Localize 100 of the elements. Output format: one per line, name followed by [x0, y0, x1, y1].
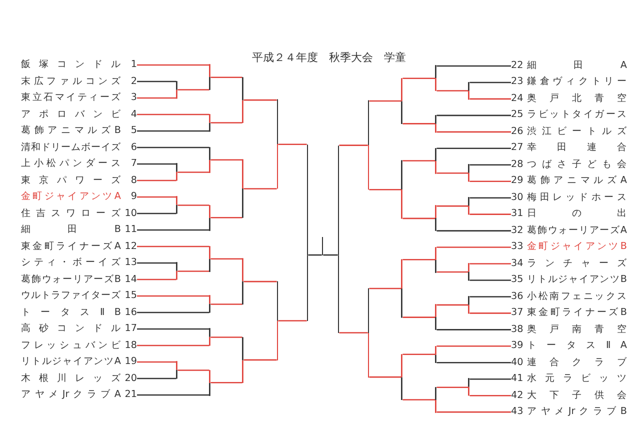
entry-number: 26 — [511, 126, 524, 138]
bracket-line — [137, 246, 210, 248]
bracket-line — [178, 204, 210, 206]
team-name: 葛飾ウォーリアーズB — [21, 274, 121, 286]
entry-number: 27 — [511, 142, 524, 154]
bracket-line — [470, 296, 511, 298]
entry-number: 10 — [124, 208, 137, 220]
team-name: 清和ドリームボーイズ — [21, 142, 121, 154]
bracket-line — [178, 172, 210, 173]
bracket-line — [137, 278, 176, 280]
bracket-line — [402, 399, 436, 400]
bracket-line — [402, 354, 436, 356]
bracket-line — [137, 262, 176, 264]
entry-number: 9 — [130, 191, 137, 203]
team-name: 水元ラビッツ — [527, 373, 627, 386]
bracket-line — [402, 259, 436, 260]
bracket-line — [137, 146, 210, 148]
entry-number: 21 — [124, 389, 137, 401]
bracket-line — [137, 212, 176, 214]
entry-number: 22 — [511, 60, 524, 72]
entry-number: 39 — [511, 340, 524, 352]
bracket-line — [137, 114, 210, 116]
bracket-line — [402, 123, 436, 124]
team-name: 木根川レッズ — [21, 372, 121, 384]
entry-number: 29 — [511, 175, 524, 188]
bracket-line — [137, 394, 210, 396]
bracket-line — [436, 362, 511, 364]
team-name: 葛飾アニマルズA — [527, 175, 627, 188]
entry-number: 34 — [511, 258, 524, 270]
team-name: 高砂コンドル — [21, 323, 121, 335]
entry-number: 3 — [130, 92, 137, 104]
bracket-line — [402, 78, 436, 79]
team-name: トータスⅡB — [21, 306, 121, 318]
bracket-line — [436, 411, 511, 413]
bracket-line — [436, 148, 511, 150]
bracket-line — [244, 99, 277, 101]
entry-number: 31 — [511, 208, 524, 220]
entry-number: 36 — [511, 290, 524, 303]
team-name: 細田A — [527, 60, 627, 72]
bracket-line — [178, 89, 210, 90]
entry-number: 25 — [511, 109, 524, 122]
team-name: リトルジャイアンツB — [527, 274, 627, 286]
bracket-line — [137, 328, 210, 330]
bracket-line — [436, 114, 511, 116]
team-name: アヤメJrクラブB — [527, 406, 627, 418]
bracket-line — [339, 332, 368, 334]
bracket-line — [436, 386, 468, 388]
entry-number: 30 — [511, 192, 524, 204]
team-name: 葛飾アニマルズB — [21, 125, 121, 137]
entry-number: 7 — [130, 158, 137, 170]
bracket-line — [436, 304, 468, 306]
entry-number: 28 — [511, 158, 524, 171]
entry-number: 2 — [130, 76, 137, 88]
bracket-line — [210, 216, 242, 218]
bracket-line — [210, 76, 242, 78]
bracket-line — [470, 82, 511, 84]
team-name: 東立石マイティーズ — [21, 92, 121, 104]
bracket-line — [470, 197, 511, 198]
entry-number: 13 — [124, 257, 137, 269]
bracket-line — [369, 288, 402, 290]
bracket-line — [210, 258, 242, 260]
bracket-line — [137, 295, 210, 297]
entry-number: 6 — [130, 142, 137, 154]
team-name: 梅田レッドホース — [527, 192, 627, 204]
team-name: 渋江ビートルズ — [527, 126, 627, 138]
bracket-line — [436, 271, 468, 273]
bracket-line — [436, 329, 511, 330]
team-name: 上小松パンダース — [21, 158, 121, 170]
entry-number: 37 — [511, 307, 524, 320]
team-name: 金町ジャイアンツA — [21, 191, 121, 203]
bracket-line — [210, 336, 242, 338]
bracket-line — [137, 229, 210, 231]
bracket-line — [244, 359, 277, 361]
bracket-line — [470, 180, 511, 182]
team-name: 奥戸北青空 — [527, 92, 627, 105]
bracket-line — [137, 344, 210, 346]
bracket-line — [470, 214, 511, 215]
bracket-line — [436, 90, 468, 92]
team-name: 小松南フェニックス — [527, 290, 627, 303]
bracket-line — [470, 98, 511, 100]
bracket-line — [470, 263, 511, 264]
team-name: 住吉スワローズ — [21, 208, 121, 220]
bracket-line — [339, 144, 368, 146]
team-name: 幸田連合 — [527, 142, 627, 154]
team-name: シティ・ボーイズ — [21, 257, 121, 269]
team-name: つばさ子ども会 — [527, 158, 627, 171]
bracket-line — [137, 196, 176, 198]
bracket-line — [137, 130, 210, 132]
bracket-line — [436, 172, 468, 174]
entry-number: 4 — [130, 108, 137, 120]
bracket-line — [402, 160, 436, 162]
bracket-line — [436, 205, 468, 207]
team-name: 鎌倉ヴィクトリー — [527, 76, 627, 88]
entry-number: 16 — [124, 306, 137, 318]
final-tick — [322, 237, 324, 256]
bracket-line — [308, 254, 322, 256]
entry-number: 40 — [511, 356, 524, 369]
team-name: アポロバンビ — [21, 108, 121, 120]
bracket-line — [436, 230, 511, 232]
team-name: ラビットタイガース — [527, 109, 627, 122]
